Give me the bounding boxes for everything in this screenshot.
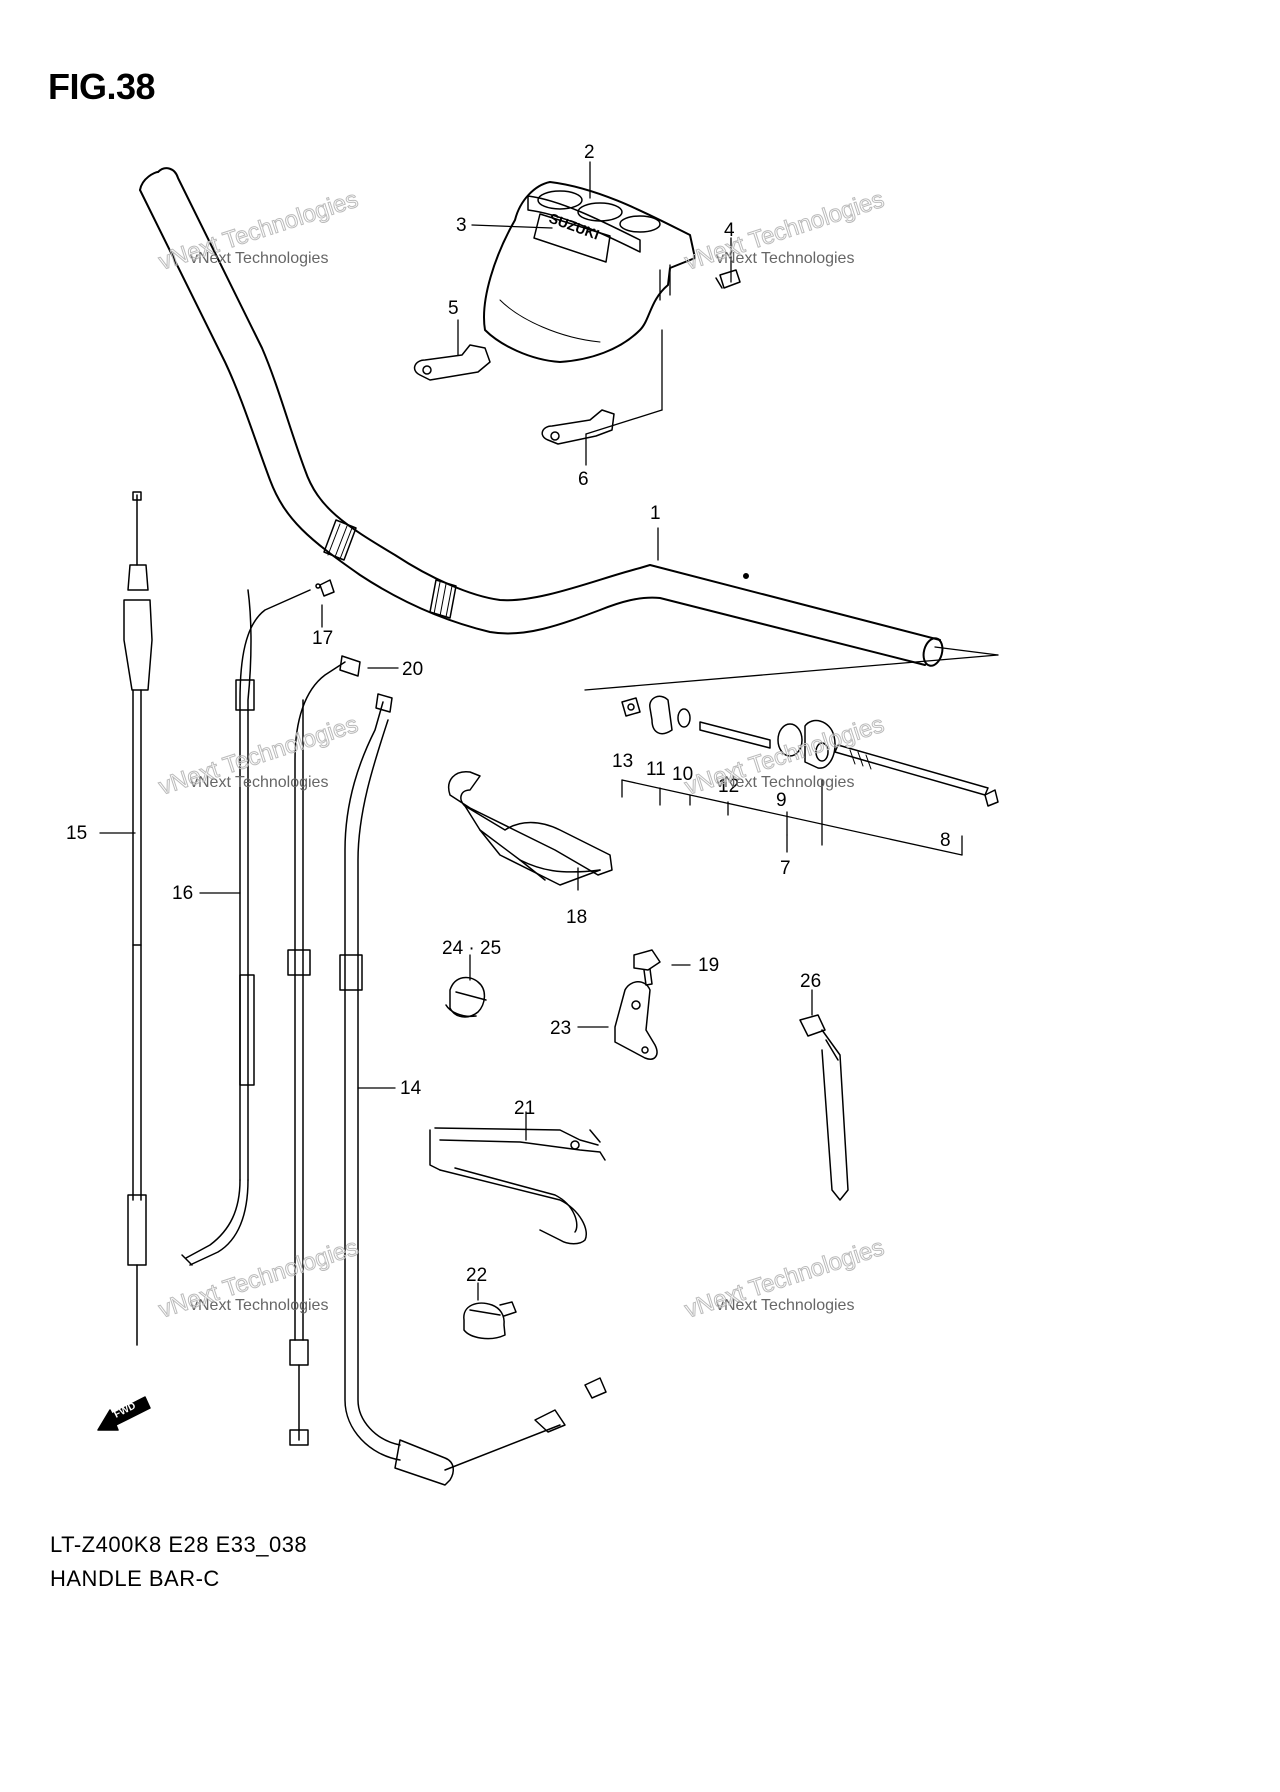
figure-title: FIG.38: [48, 66, 156, 107]
handlebar: [139, 167, 944, 667]
callout-15: 15: [66, 823, 87, 844]
cable-part-16: [181, 583, 321, 1266]
watermark-text: vNext Technologies: [716, 250, 854, 267]
watermark-text: vNext Technologies: [716, 774, 854, 791]
screw-part-4: [715, 269, 741, 289]
brand-logo: SUZUKI: [547, 210, 601, 243]
callout-9: 9: [776, 790, 787, 811]
forward-arrow-icon: [97, 1396, 151, 1431]
watermark-text: vNext Technologies: [190, 250, 328, 267]
bracket-part-21: [429, 1127, 606, 1245]
cable-guide-part-18: [448, 771, 613, 886]
callout-5: 5: [448, 298, 459, 319]
handle-cover: [483, 181, 696, 363]
handlebar-clamp-set: [621, 695, 999, 807]
bracket-part-23: [614, 981, 658, 1060]
callout-24-25: 24 · 25: [442, 938, 501, 959]
callout-numbers: 1 2 3 4 5 6 7 8 9 10 11 12 13 14 15 16 1…: [66, 142, 951, 1286]
clamp-part-22: [463, 1301, 517, 1340]
callout-20: 20: [402, 659, 423, 680]
callout-22: 22: [466, 1265, 487, 1286]
callout-11: 11: [646, 759, 666, 780]
bracket-part-6: [541, 409, 615, 445]
cable-part-14: [339, 693, 607, 1486]
cable-part-15: [123, 491, 153, 1346]
callout-8: 8: [940, 830, 951, 851]
diagram-subtitle: HANDLE BAR-C: [50, 1566, 220, 1591]
band-part-26: [799, 1014, 849, 1201]
callout-6: 6: [578, 469, 589, 490]
cap-part-17: [319, 579, 335, 597]
callout-2: 2: [584, 142, 595, 163]
callout-12: 12: [718, 776, 739, 797]
callout-1: 1: [650, 503, 661, 524]
watermark-text: vNext Technologies: [190, 774, 328, 791]
callout-10: 10: [672, 764, 693, 785]
callout-23: 23: [550, 1018, 571, 1039]
cable-part-20: [287, 655, 361, 1446]
callout-16: 16: [172, 883, 193, 904]
callout-19: 19: [698, 955, 719, 976]
model-code: LT-Z400K8 E28 E33_038: [50, 1532, 308, 1557]
callout-26: 26: [800, 971, 821, 992]
callout-21: 21: [514, 1098, 535, 1119]
bracket-part-5: [413, 344, 491, 381]
callout-18: 18: [566, 907, 587, 928]
clamp-part-24-25: [445, 976, 487, 1018]
bolt-part-19: [633, 949, 661, 986]
watermark-text: vNext Technologies: [716, 1297, 854, 1314]
watermark-text: vNext Technologies: [190, 1297, 328, 1314]
callout-14: 14: [400, 1078, 422, 1099]
callout-13: 13: [612, 751, 633, 772]
callout-3: 3: [456, 215, 467, 236]
callout-17: 17: [312, 628, 333, 649]
callout-7: 7: [780, 858, 791, 879]
callout-4: 4: [724, 220, 735, 241]
